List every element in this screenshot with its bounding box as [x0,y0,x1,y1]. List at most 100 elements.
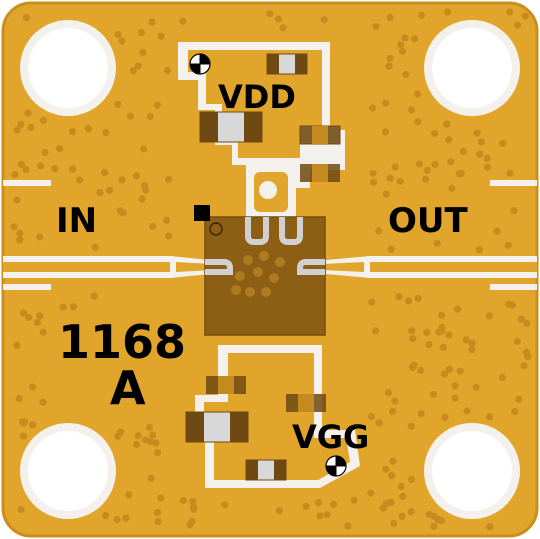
via [369,169,377,177]
via [431,129,439,138]
via [517,315,526,323]
via [439,343,447,351]
via [513,337,521,346]
via [344,522,352,530]
via [101,169,109,177]
via [29,421,37,429]
orientation-marker [194,205,210,221]
via [370,178,378,186]
via [13,196,21,204]
via [505,300,513,308]
via [443,8,452,16]
via [27,123,35,131]
rf-line-center-conductor [3,262,537,272]
via [274,15,283,23]
via [386,54,394,63]
via [504,241,512,249]
via [417,11,426,19]
via [314,499,323,507]
via [513,21,522,29]
via [149,431,157,439]
via [41,148,49,156]
via [153,449,162,457]
via [163,66,171,75]
via [17,160,26,168]
via [24,109,32,117]
via [114,30,122,39]
via [113,516,121,524]
via [275,507,283,515]
via [384,389,392,397]
via [16,229,24,237]
via [117,428,125,436]
via [36,312,44,320]
via [129,67,137,75]
pin1-marker [209,222,223,236]
via [441,413,449,421]
component-c6 [286,394,326,412]
via [119,209,127,217]
smd-components [185,53,341,481]
via [453,305,462,313]
via [438,327,446,335]
via [447,158,455,166]
via [445,365,453,373]
via [405,297,413,305]
via [515,395,523,403]
via [142,186,150,194]
via [39,328,47,336]
via [105,186,114,194]
via [153,101,161,109]
via [386,13,394,21]
via [409,334,417,343]
via [451,382,459,390]
via [165,175,173,183]
via [375,227,383,235]
via [493,227,501,235]
via [511,407,519,416]
via [148,18,156,26]
via [391,397,399,405]
via [118,37,126,45]
via [475,246,483,254]
via [388,472,396,480]
via [524,353,532,361]
mounting-holes [20,20,520,519]
via [179,497,187,505]
via [433,239,441,247]
via [138,195,146,203]
via [448,184,456,192]
via [483,154,491,162]
via [69,165,77,173]
via [371,327,380,335]
via [398,512,406,521]
via [154,517,162,526]
via [11,171,19,179]
via [36,233,44,241]
via [473,129,481,137]
via [125,491,133,499]
via [414,118,422,126]
via [386,174,394,182]
component-c7 [185,411,249,443]
via [302,502,310,510]
via [472,383,480,391]
via [445,136,453,144]
via [423,166,431,174]
via [316,512,324,520]
via [39,116,48,124]
via [459,147,467,155]
via [221,501,229,509]
via [410,35,419,43]
via [76,176,84,184]
via [146,438,154,446]
via [407,475,416,484]
via [157,494,165,502]
via [510,207,518,215]
via [17,120,25,128]
via [402,70,410,79]
via [397,482,405,491]
via [145,423,154,431]
via [422,175,430,183]
via [451,394,459,402]
